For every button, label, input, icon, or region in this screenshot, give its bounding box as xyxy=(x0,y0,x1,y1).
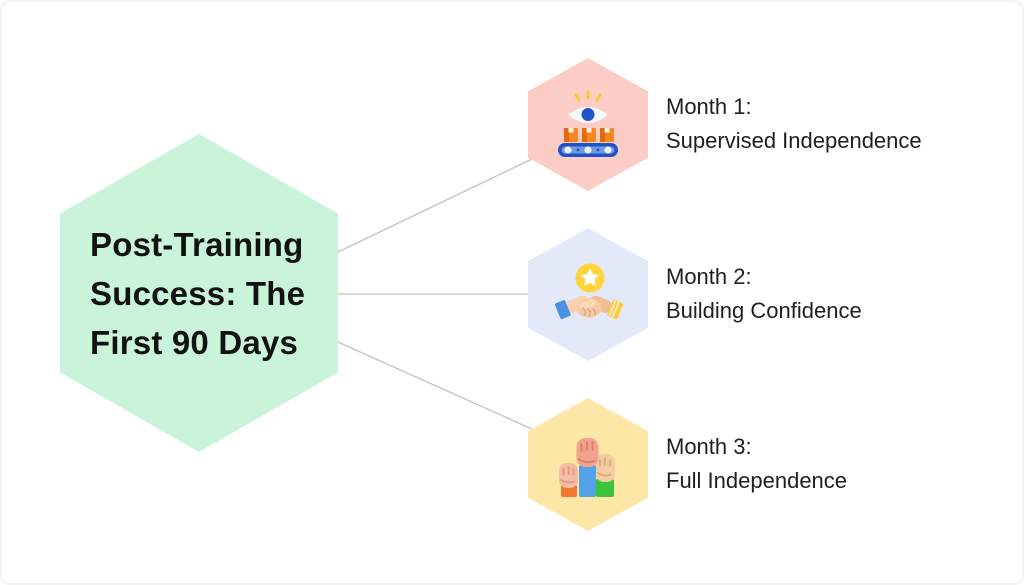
month-1-description: Supervised Independence xyxy=(666,128,922,153)
month-1-hexagon xyxy=(528,58,648,191)
title-line-3: First 90 Days xyxy=(90,323,299,361)
month-2-title: Month 2: xyxy=(666,264,752,289)
month-3-label: Month 3: Full Independence xyxy=(666,430,1016,498)
month-2-description: Building Confidence xyxy=(666,298,862,323)
center-node-hexagon: Post-Training Success: The First 90 Days xyxy=(60,134,338,452)
page-title: Post-Training Success: The First 90 Days xyxy=(60,220,305,367)
raised-fists-icon xyxy=(559,437,615,497)
eye-conveyor-icon xyxy=(558,90,618,157)
month-1-title: Month 1: xyxy=(666,94,752,119)
month-3-description: Full Independence xyxy=(666,468,848,493)
handshake-star-icon xyxy=(554,263,624,319)
month-3-title: Month 3: xyxy=(666,434,752,459)
month-2-label: Month 2: Building Confidence xyxy=(666,260,1016,328)
month-1-label: Month 1: Supervised Independence xyxy=(666,90,1016,158)
title-line-2: Success: The xyxy=(90,274,306,312)
title-line-1: Post-Training xyxy=(90,225,304,263)
